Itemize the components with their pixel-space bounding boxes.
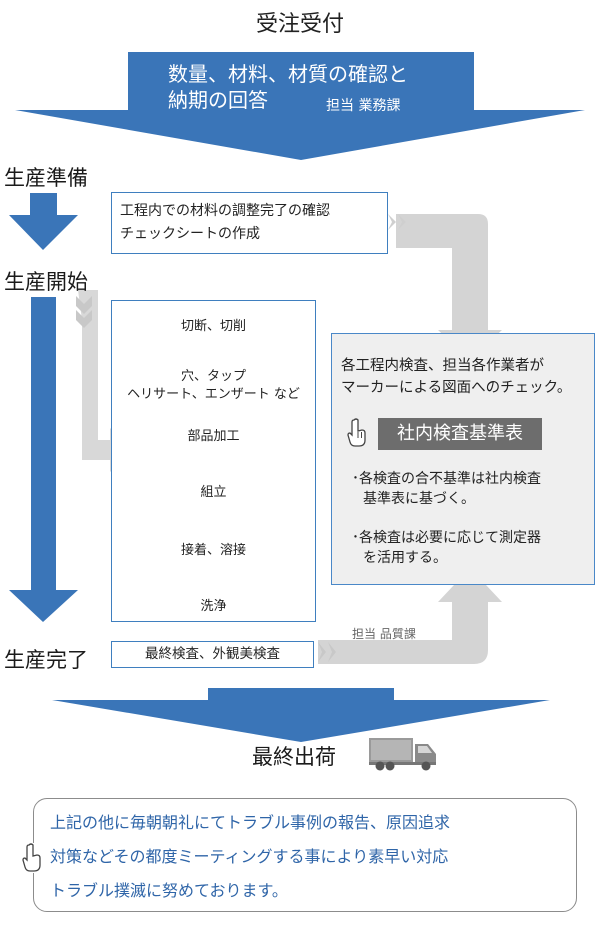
inspection-bullet1-line2: 基準表に基づく。 <box>363 491 475 507</box>
inspection-bullet2-line2: を活用する。 <box>363 550 447 566</box>
process-step: 切断、切削 <box>180 319 246 334</box>
final-inspection-label: 最終検査、外観美検査 <box>145 646 280 662</box>
stage-done: 生産完了 <box>4 648 88 672</box>
inspection-line1: 各工程内検査、担当各作業者が <box>341 358 544 374</box>
truck-icon <box>368 732 440 772</box>
prep-box-line2: チェックシートの作成 <box>120 226 260 242</box>
shipping-label: 最終出荷 <box>252 745 336 769</box>
prep-to-inspection-arrow <box>396 214 502 360</box>
inspection-standard-badge: 社内検査基準表 <box>378 418 542 450</box>
order-arrow <box>15 52 585 160</box>
final-to-inspection-arrow <box>318 568 502 664</box>
quality-person-label: 担当 品質課 <box>352 627 416 641</box>
inspection-bullet1-line1: ･各検査の合不基準は社内検査 <box>352 471 541 487</box>
footer-line2: 対策などその都度ミーティングする事により素早い対応 <box>50 847 449 866</box>
process-step: ヘリサート、エンザート など <box>127 387 300 402</box>
inspection-bullet2-line1: ･各検査は必要に応じて測定器 <box>352 530 541 546</box>
pointing-hand-icon <box>346 418 368 448</box>
page-title: 受注受付 <box>255 12 344 37</box>
process-box: 切断、切削 穴、タップ ヘリサート、エンザート など 部品加工 組立 接着、溶接… <box>111 300 316 622</box>
inspection-standard-label: 社内検査基準表 <box>397 423 523 444</box>
production-arrow <box>9 297 78 622</box>
process-step: 洗浄 <box>200 599 227 614</box>
inspection-panel: 各工程内検査、担当各作業者が マーカーによる図面へのチェック。 社内検査基準表 … <box>331 333 595 585</box>
inspection-line2: マーカーによる図面へのチェック。 <box>341 380 572 396</box>
footer-line3: トラブル撲滅に努めております。 <box>50 881 288 900</box>
footer-line1: 上記の他に毎朝朝礼にてトラブル事例の報告、原因追求 <box>50 813 451 832</box>
final-inspection-box: 最終検査、外観美検査 <box>111 641 314 668</box>
sales-person-label: 担当 業務課 <box>326 98 401 114</box>
process-step: 部品加工 <box>187 429 240 444</box>
stage-prep: 生産準備 <box>4 166 88 190</box>
start-to-process-arrow <box>78 290 132 472</box>
shipping-arrow <box>52 688 550 742</box>
prep-box-line1: 工程内での材料の調整完了の確認 <box>120 203 330 219</box>
order-arrow-line1: 数量、材料、材質の確認と <box>168 62 408 86</box>
stage-start: 生産開始 <box>4 270 88 294</box>
prep-arrow <box>9 193 78 250</box>
order-arrow-line2: 納期の回答 <box>168 88 268 112</box>
process-step: 穴、タップ <box>180 369 246 384</box>
footer-hand-icon <box>20 843 44 873</box>
process-step: 組立 <box>200 485 227 500</box>
process-step: 接着、溶接 <box>180 543 246 558</box>
footer-note: 上記の他に毎朝朝礼にてトラブル事例の報告、原因追求 対策などその都度ミーティング… <box>20 798 577 912</box>
prep-box: 工程内での材料の調整完了の確認 チェックシートの作成 <box>111 192 388 254</box>
